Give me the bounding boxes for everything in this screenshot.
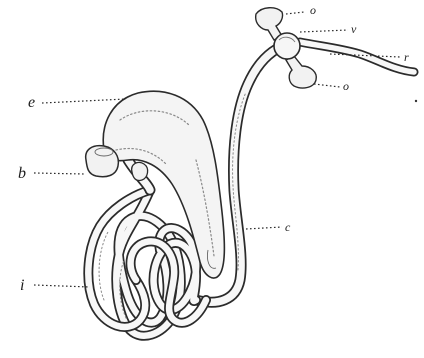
rectum-tube [300,42,414,72]
pyloric-knob [132,162,148,180]
label-v: v [351,22,357,36]
leader-i [34,285,90,287]
speck-dot [415,100,417,102]
label-c: c [285,220,291,234]
label-o-bottom: o [343,79,349,93]
leader-o-top [286,12,304,14]
leader-b [34,173,84,174]
label-r: r [404,50,409,64]
label-b: b [18,165,26,182]
leader-v [300,30,348,32]
leader-o-bottom [314,84,340,87]
label-i: i [20,277,24,294]
label-o-top: o [310,3,316,17]
duodenal-bulb [86,146,119,177]
leader-e [42,99,126,103]
leader-c [246,227,282,229]
label-e: e [28,94,35,111]
